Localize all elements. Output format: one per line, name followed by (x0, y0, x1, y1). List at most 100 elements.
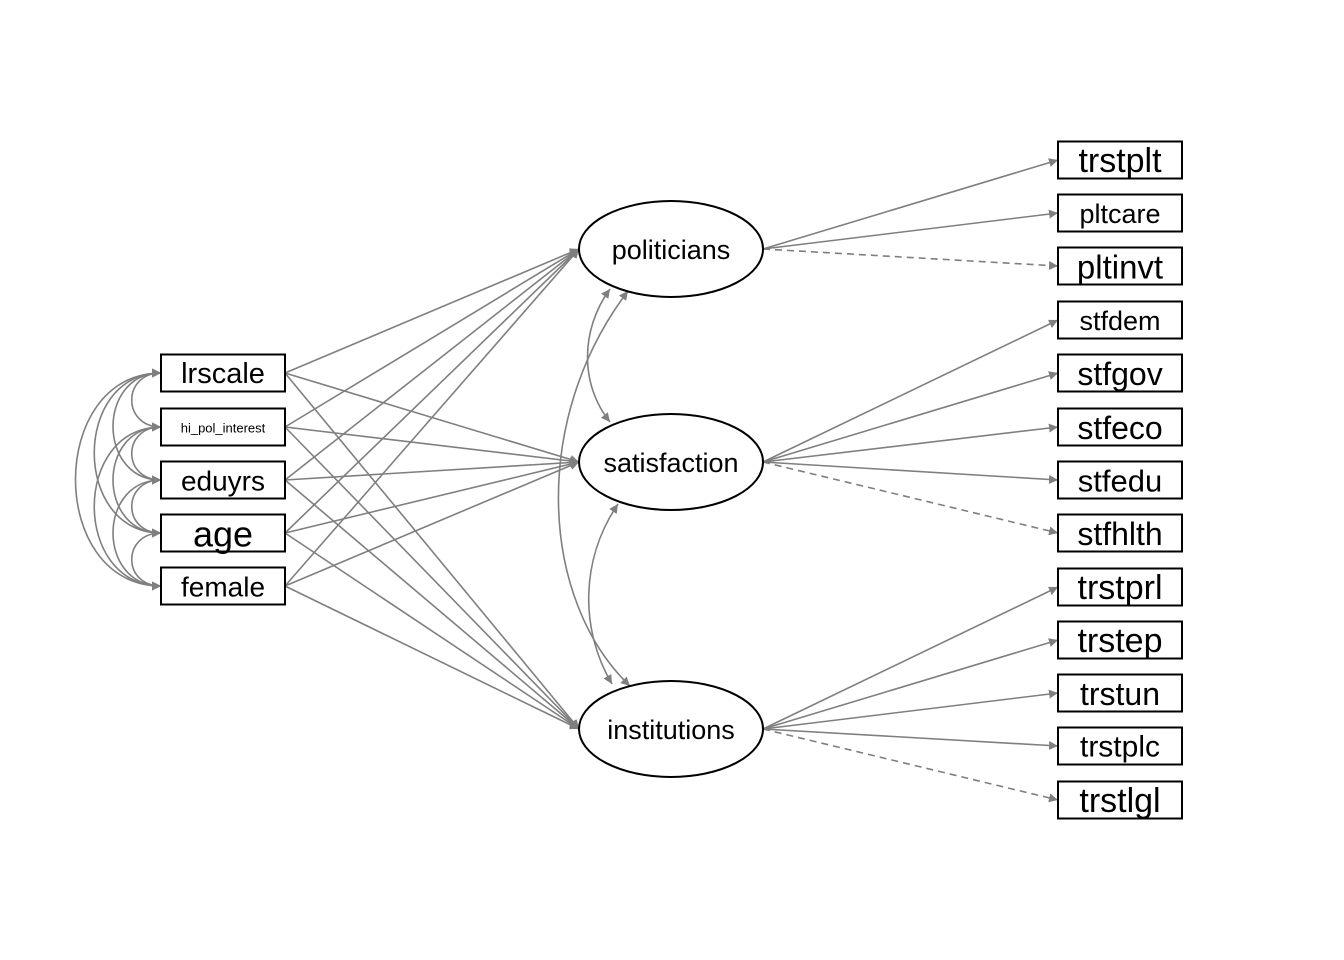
loading-arrow-institutions-trstep (762, 638, 1059, 730)
regression-arrow-age-to-institutions (284, 532, 580, 730)
indicator-node-pltinvt: pltinvt (1057, 246, 1183, 286)
exogenous-node-age: age (160, 513, 286, 555)
indicator-label: stfeco (1077, 410, 1162, 446)
covariance-arc-hi_pol_interest-female (93, 422, 162, 591)
exogenous-box (160, 407, 286, 447)
loading-arrow-politicians-trstplt (762, 158, 1059, 250)
indicator-box (1057, 460, 1183, 500)
latent-node-institutions: institutions (578, 680, 764, 778)
loading-arrow-satisfaction-stfgov (762, 371, 1059, 463)
loading-arrow-institutions-trstplc (762, 728, 1059, 750)
covariance-arc-lrscale-eduyrs (112, 368, 162, 485)
indicator-box (1057, 726, 1183, 766)
indicator-node-stfhlth: stfhlth (1057, 513, 1183, 553)
latent-node-satisfaction: satisfaction (578, 413, 764, 511)
covariance-arc-politicians-satisfaction (586, 288, 611, 423)
edges-layer (74, 158, 1059, 803)
indicator-node-trstun: trstun (1057, 673, 1183, 713)
indicator-box (1057, 407, 1183, 447)
covariance-arc-hi_pol_interest-age (112, 422, 162, 538)
loading-arrow-satisfaction-stfedu (762, 461, 1059, 484)
exogenous-node-lrscale: lrscale (160, 353, 286, 393)
indicator-box (1057, 300, 1183, 340)
indicator-label: pltinvt (1077, 249, 1163, 286)
indicator-node-stfdem: stfdem (1057, 300, 1183, 340)
exogenous-box (160, 513, 286, 553)
indicator-node-trstlgl: trstlgl (1057, 780, 1183, 820)
regression-arrow-hi_pol_interest-to-politicians (284, 248, 580, 428)
indicator-label: stfgov (1077, 356, 1162, 392)
exogenous-label: age (193, 514, 253, 555)
exogenous-label: lrscale (181, 358, 265, 390)
indicator-label: pltcare (1079, 199, 1160, 229)
exogenous-box (160, 566, 286, 606)
covariance-arc-eduyrs-female (112, 475, 162, 591)
indicator-box (1057, 567, 1183, 607)
indicator-label: trstplc (1080, 731, 1160, 764)
indicator-node-stfeco: stfeco (1057, 407, 1183, 447)
covariance-arc-eduyrs-age (130, 475, 162, 538)
indicator-box (1057, 620, 1183, 660)
covariance-arc-lrscale-female (74, 368, 162, 591)
regression-arrow-female-to-institutions (284, 585, 580, 730)
indicator-box (1057, 140, 1183, 180)
loading-arrow-institutions-trstun (762, 689, 1059, 730)
latent-ellipse (578, 200, 764, 298)
exogenous-node-eduyrs: eduyrs (160, 460, 286, 500)
loading-arrow-satisfaction-stfdem (762, 319, 1059, 463)
indicator-node-stfedu: stfedu (1057, 460, 1183, 500)
latent-label: satisfaction (603, 448, 738, 478)
covariance-arc-satisfaction-institutions (587, 503, 619, 685)
indicator-label: stfdem (1079, 306, 1160, 336)
regression-arrow-female-to-politicians (284, 248, 580, 587)
indicator-node-trstep: trstep (1057, 620, 1183, 660)
loading-arrow-politicians-pltcare (762, 209, 1059, 250)
loading-arrow-institutions-trstlgl (762, 728, 1059, 803)
indicator-node-stfgov: stfgov (1057, 353, 1183, 393)
covariance-arc-lrscale-age (93, 368, 162, 538)
regression-arrow-eduyrs-to-politicians (284, 248, 580, 481)
regression-arrow-lrscale-to-politicians (284, 248, 580, 374)
latent-ellipse (578, 680, 764, 778)
latent-label: institutions (607, 715, 735, 745)
indicator-label: trstplt (1078, 142, 1162, 180)
indicator-node-trstplt: trstplt (1057, 140, 1183, 180)
indicator-box (1057, 246, 1183, 286)
regression-arrow-lrscale-to-institutions (284, 372, 580, 730)
indicator-label: trstun (1080, 676, 1160, 712)
indicator-node-pltcare: pltcare (1057, 193, 1183, 233)
regression-arrow-age-to-satisfaction (284, 459, 580, 534)
indicator-box (1057, 353, 1183, 393)
covariance-arc-lrscale-hi_pol_interest (130, 368, 162, 432)
loading-arrow-politicians-pltinvt (762, 248, 1059, 270)
indicator-label: stfhlth (1077, 516, 1162, 552)
regression-arrow-female-to-satisfaction (284, 461, 580, 587)
exogenous-box (160, 460, 286, 500)
indicator-label: trstlgl (1079, 782, 1160, 820)
latent-node-politicians: politicians (578, 200, 764, 298)
exogenous-node-female: female (160, 566, 286, 606)
loading-arrow-satisfaction-stfhlth (762, 461, 1059, 536)
indicator-node-trstplc: trstplc (1057, 726, 1183, 766)
latent-ellipse (578, 413, 764, 511)
regression-arrow-eduyrs-to-institutions (284, 479, 580, 730)
covariance-arc-hi_pol_interest-eduyrs (130, 422, 162, 485)
regression-arrow-hi_pol_interest-to-satisfaction (284, 426, 580, 466)
exogenous-label: hi_pol_interest (181, 421, 266, 436)
loading-arrow-institutions-trstprl (762, 586, 1059, 730)
exogenous-box (160, 353, 286, 393)
indicator-label: trstprl (1078, 569, 1163, 607)
exogenous-label: eduyrs (181, 466, 265, 497)
latent-label: politicians (612, 235, 731, 265)
covariance-arc-politicians-institutions (557, 290, 631, 687)
indicator-box (1057, 193, 1183, 233)
covariance-arc-age-female (130, 528, 162, 591)
indicator-box (1057, 780, 1183, 820)
exogenous-label: female (181, 572, 265, 603)
indicator-label: trstep (1077, 622, 1162, 660)
indicator-node-trstprl: trstprl (1057, 567, 1183, 607)
indicator-box (1057, 673, 1183, 713)
indicator-label: stfedu (1078, 464, 1162, 499)
indicator-box (1057, 513, 1183, 553)
